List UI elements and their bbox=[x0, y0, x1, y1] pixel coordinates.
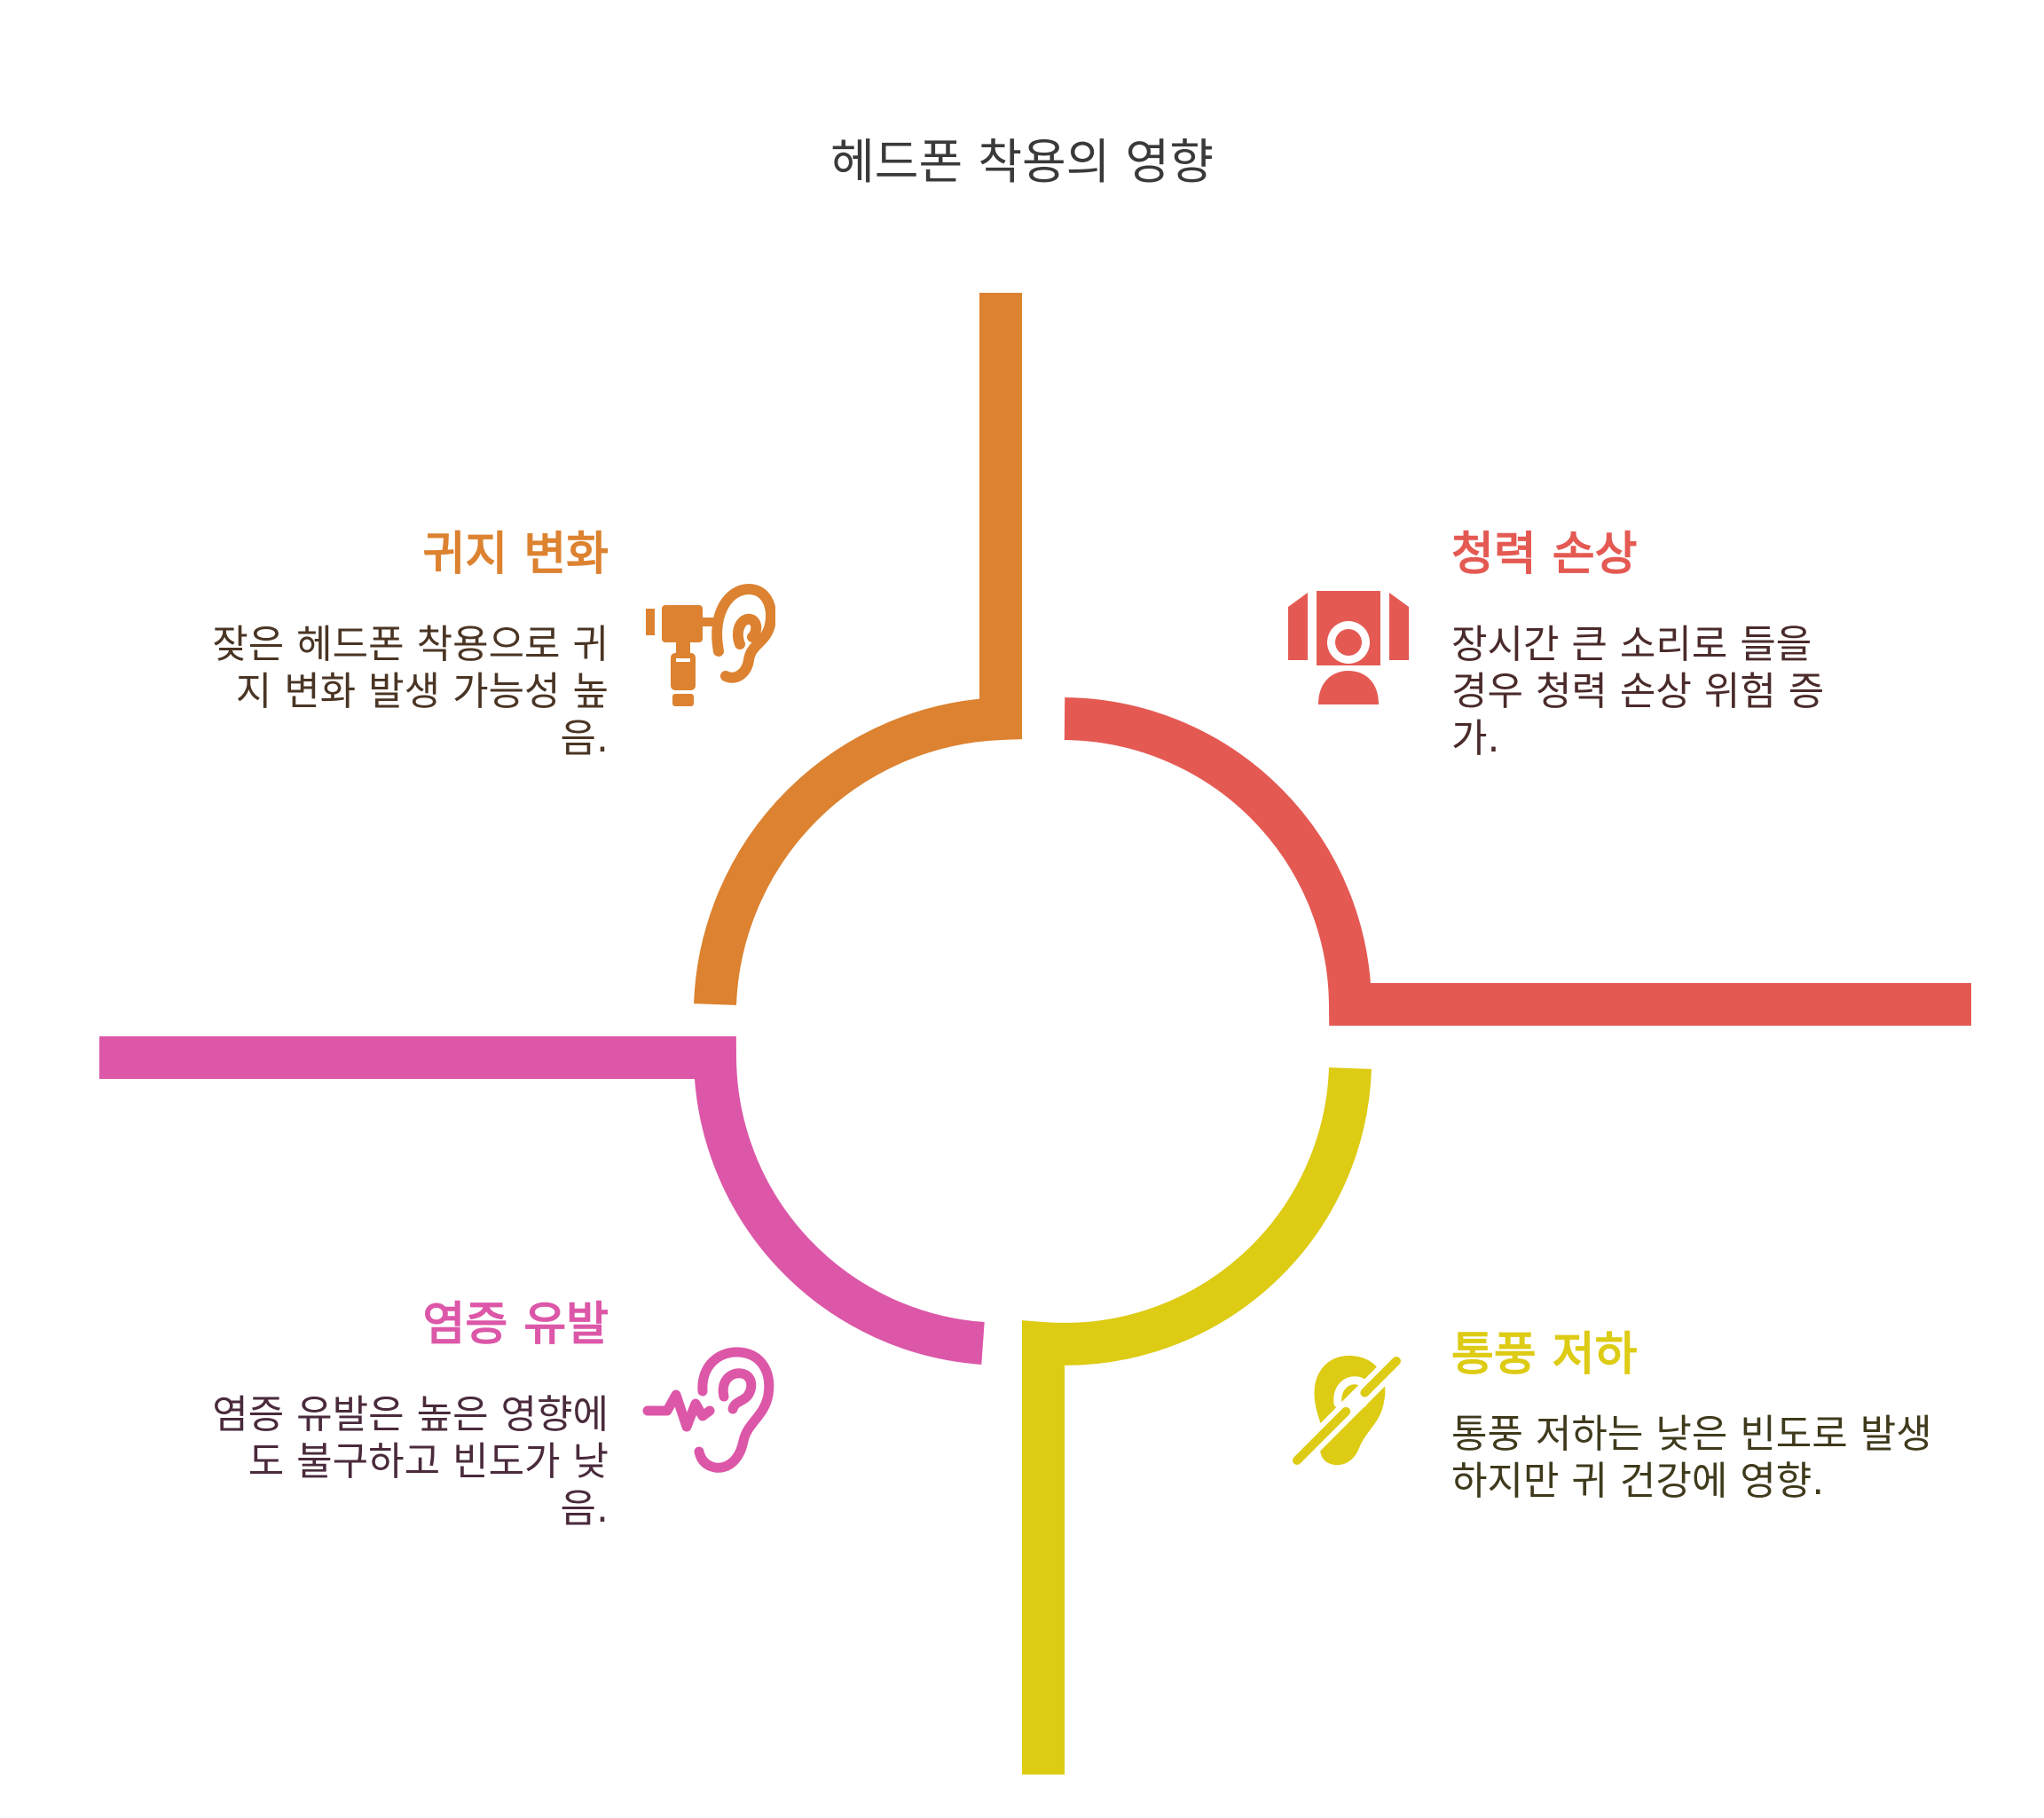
yellow-connector bbox=[1022, 1067, 1372, 1775]
description-line: 통풍 저하는 낮은 빈도로 발생 bbox=[1451, 1412, 1932, 1457]
quadrant-title: 염증 유발 bbox=[422, 1298, 609, 1351]
quadrant-title: 귀지 변화 bbox=[422, 528, 609, 581]
description-line: 도 불구하고 빈도가 낮 bbox=[248, 1439, 609, 1484]
red-connector bbox=[1064, 697, 1971, 1026]
description-line: 하지만 귀 건강에 영향. bbox=[1451, 1459, 1825, 1504]
description-line: 경우 청력 손상 위험 증 bbox=[1451, 669, 1825, 714]
description-line: 잦은 헤드폰 착용으로 귀 bbox=[212, 622, 609, 667]
person-headphones-icon bbox=[1288, 591, 1409, 704]
quadrant-description: 장시간 큰 소리로 들을 경우 청력 손상 위험 증 가. bbox=[1451, 621, 1859, 762]
quadrant-description: 염증 유발은 높은 영향에 도 불구하고 빈도가 낮 음. bbox=[142, 1391, 609, 1532]
description-line: 지 변화 발생 가능성 높 bbox=[235, 669, 609, 714]
hearing-disabled-icon bbox=[1287, 1351, 1406, 1469]
description-line: 장시간 큰 소리로 들을 bbox=[1451, 622, 1812, 667]
pink-connector bbox=[99, 1036, 985, 1365]
ear-pulse-icon bbox=[642, 1347, 774, 1473]
quadrant-description: 잦은 헤드폰 착용으로 귀 지 변화 발생 가능성 높 음. bbox=[160, 621, 609, 762]
quadrant-title: 청력 손상 bbox=[1451, 528, 1638, 581]
description-line: 음. bbox=[560, 716, 609, 761]
description-line: 가. bbox=[1451, 716, 1500, 761]
description-line: 염증 유발은 높은 영향에 bbox=[212, 1392, 609, 1437]
quadrant-title: 통풍 저하 bbox=[1451, 1328, 1638, 1381]
orange-connector bbox=[694, 293, 1022, 1005]
otoscope-ear-icon bbox=[646, 583, 775, 706]
quadrant-description: 통풍 저하는 낮은 빈도로 발생 하지만 귀 건강에 영향. bbox=[1451, 1411, 1948, 1505]
description-line: 음. bbox=[560, 1486, 609, 1531]
diagram-title: 헤드폰 착용의 영향 bbox=[830, 134, 1214, 190]
